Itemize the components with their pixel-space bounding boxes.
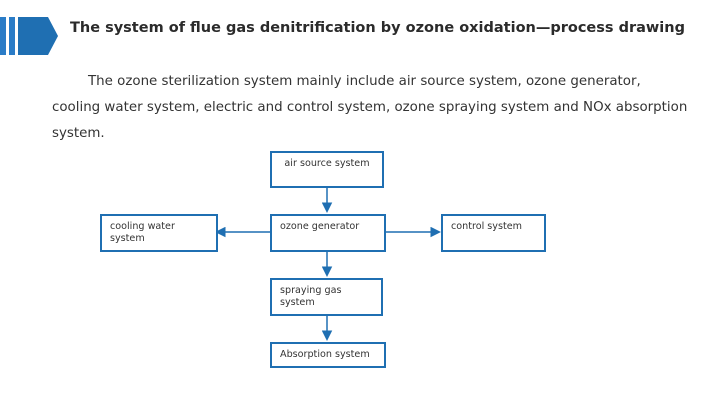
node-ozone-generator-label: ozone generator <box>280 221 360 232</box>
node-control: control system <box>441 214 546 252</box>
header-decoration <box>0 17 58 55</box>
node-cooling-water-label: cooling water system <box>110 221 175 244</box>
intro-text: The ozone sterilization system mainly in… <box>52 74 688 141</box>
node-absorption: Absorption system <box>270 342 386 368</box>
page-title: The system of flue gas denitrification b… <box>70 20 685 36</box>
node-cooling-water: cooling water system <box>100 214 218 252</box>
node-air-source: air source system <box>270 151 384 188</box>
intro-paragraph: The ozone sterilization system mainly in… <box>52 69 692 147</box>
node-spraying-gas-label: spraying gas system <box>280 285 342 308</box>
node-control-label: control system <box>451 221 522 232</box>
node-air-source-label: air source system <box>284 158 370 169</box>
node-absorption-label: Absorption system <box>280 349 370 360</box>
deco-bar-1 <box>0 17 6 55</box>
deco-chevron <box>18 17 58 55</box>
node-ozone-generator: ozone generator <box>270 214 386 252</box>
node-spraying-gas: spraying gas system <box>270 278 383 316</box>
deco-bar-2 <box>9 17 15 55</box>
